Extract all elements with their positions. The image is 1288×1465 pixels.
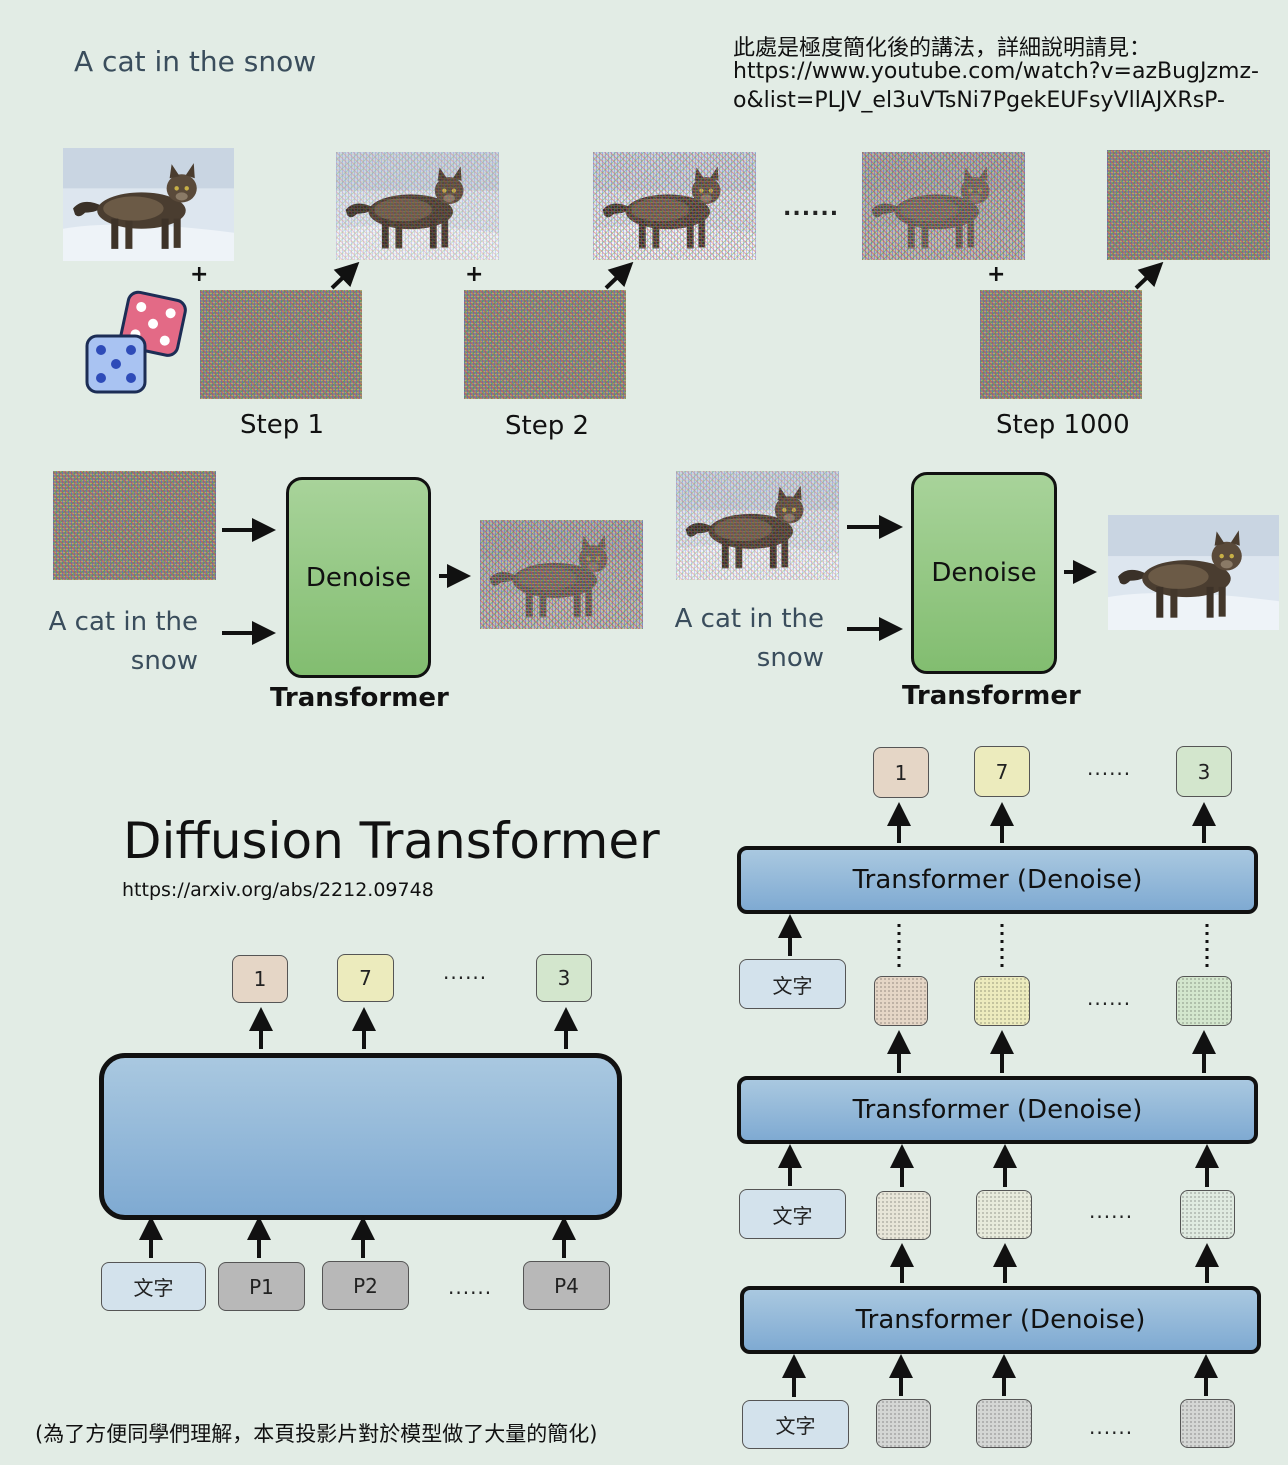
footnote: (為了方便同學們理解，本頁投影片對於模型做了大量的簡化)	[35, 1422, 598, 1446]
dit-url[interactable]: https://arxiv.org/abs/2212.09748	[122, 879, 434, 901]
noise-image-step-2	[464, 290, 626, 399]
note-line-1: 此處是極度簡化後的講法，詳細說明請見：	[733, 36, 1152, 61]
stack-output-token-7: 7	[974, 746, 1030, 797]
prompt-line-1: A cat in the	[674, 604, 824, 634]
cat-photo-noisy-2	[593, 152, 756, 260]
stack-transformer-layer-2: Transformer (Denoise)	[737, 1076, 1258, 1144]
stack-latent-token-2a	[874, 976, 928, 1026]
stack-latent-token-1a	[876, 1191, 931, 1240]
denoise-block-left: Denoise	[286, 477, 431, 678]
middle-prompt-right: A cat in the snow	[666, 600, 824, 678]
dit-title: Diffusion Transformer	[123, 812, 660, 870]
noise-input-image	[53, 471, 216, 580]
dit-transformer-block	[99, 1053, 622, 1220]
stack-noise-token-c	[1180, 1399, 1235, 1448]
stack-text-token-3: 文字	[739, 959, 846, 1009]
step-label-2: Step 2	[505, 411, 590, 441]
stack-latent-token-1c	[1180, 1190, 1235, 1239]
stack-latent-token-1b	[976, 1190, 1032, 1239]
prompt-line-2: snow	[130, 646, 198, 676]
step-label-1000: Step 1000	[996, 410, 1130, 440]
dit-output-token-7: 7	[337, 954, 394, 1002]
dit-output-token-3: 3	[536, 954, 592, 1002]
noise-image-final	[1107, 150, 1270, 260]
plus-sign-1: +	[190, 262, 209, 287]
dit-input-patch-2: P2	[322, 1261, 409, 1310]
cat-photo-noisy-3	[862, 152, 1025, 260]
dit-input-text-token: 文字	[101, 1262, 206, 1311]
top-ellipsis: ......	[783, 196, 840, 221]
dit-output-ellipsis: ......	[443, 960, 488, 984]
stack-output-ellipsis: ......	[1087, 756, 1132, 780]
cat-photo-noisy-1	[336, 152, 499, 260]
stack-noise-token-a	[876, 1399, 931, 1448]
note-line-3[interactable]: o&list=PLJV_el3uVTsNi7PgekEUFsyVllAJXRsP…	[733, 88, 1225, 113]
stack-mid-ellipsis-1: ......	[1089, 1199, 1134, 1223]
prompt-line-1: A cat in the	[48, 607, 198, 637]
stack-bottom-ellipsis: ......	[1089, 1415, 1134, 1439]
noise-image-step-1000	[980, 290, 1142, 399]
dice-icon	[85, 290, 187, 394]
stack-transformer-layer-3: Transformer (Denoise)	[737, 846, 1258, 914]
step-label-1: Step 1	[240, 410, 325, 440]
stack-text-token-2: 文字	[739, 1189, 846, 1239]
dit-input-ellipsis: ......	[448, 1275, 493, 1299]
stack-text-token-1: 文字	[742, 1400, 849, 1449]
top-prompt: A cat in the snow	[74, 45, 317, 78]
prompt-line-2: snow	[756, 643, 824, 673]
note-line-2[interactable]: https://www.youtube.com/watch?v=azBugJzm…	[733, 59, 1259, 84]
transformer-label-left: Transformer	[270, 683, 449, 713]
cat-input-noisy	[676, 471, 839, 580]
stack-mid-ellipsis-2: ......	[1087, 986, 1132, 1010]
denoise-block-right: Denoise	[911, 472, 1057, 674]
plus-sign-3: +	[987, 262, 1006, 287]
cat-output-noisy	[480, 520, 643, 629]
stack-transformer-layer-1: Transformer (Denoise)	[740, 1286, 1261, 1354]
dit-input-patch-1: P1	[218, 1262, 305, 1311]
noise-image-step-1	[200, 290, 362, 399]
stack-noise-token-b	[976, 1399, 1032, 1448]
dit-output-token-1: 1	[232, 955, 288, 1003]
dit-input-patch-4: P4	[523, 1261, 610, 1310]
stack-latent-token-2c	[1176, 976, 1232, 1026]
stack-latent-token-2b	[974, 976, 1030, 1026]
plus-sign-2: +	[465, 262, 484, 287]
stack-output-token-1: 1	[873, 747, 929, 798]
middle-prompt-left: A cat in the snow	[40, 603, 198, 681]
stack-output-token-3: 3	[1176, 746, 1232, 797]
transformer-label-right: Transformer	[902, 681, 1081, 711]
